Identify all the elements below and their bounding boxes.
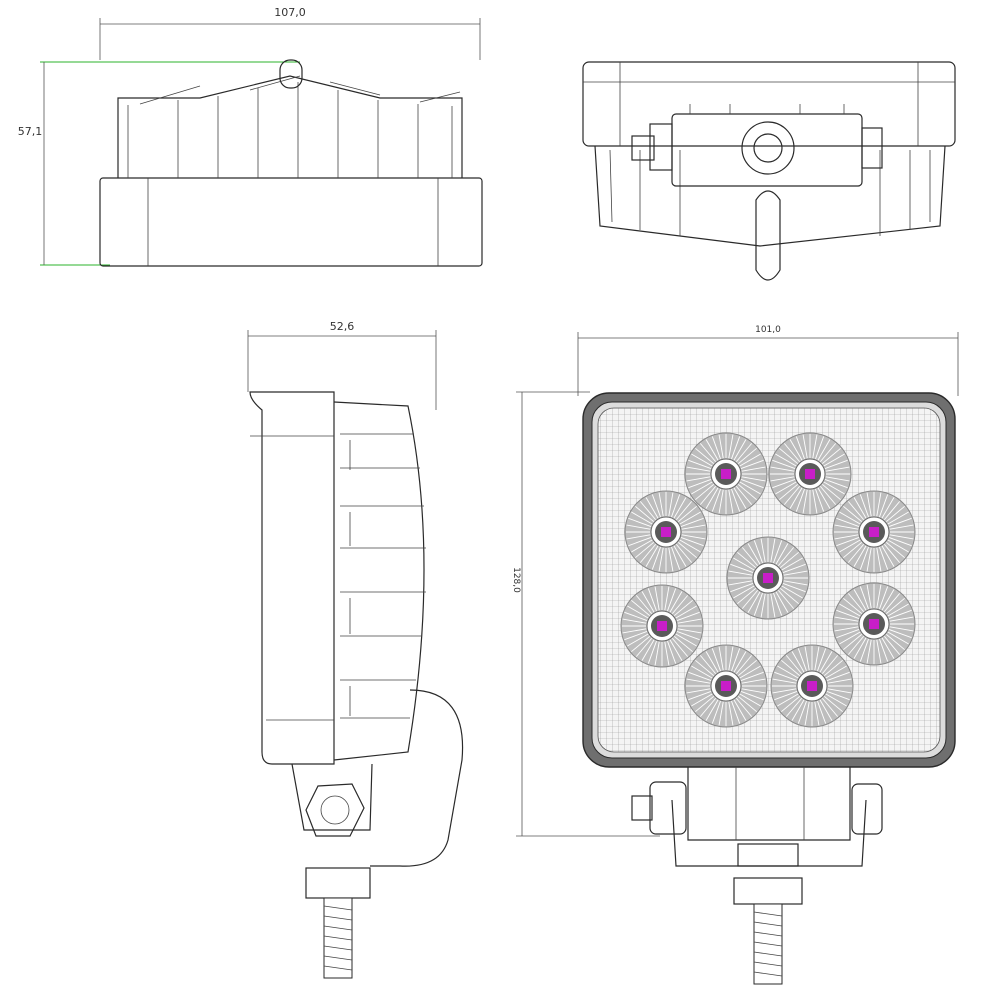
dim-label-top-height: 57,1	[18, 125, 43, 138]
dimension-front-height: 128,0	[511, 391, 660, 837]
dimension-top-width: 107,0	[99, 6, 481, 60]
dim-label-top-width: 107,0	[274, 6, 306, 19]
dimension-side-depth: 52,6	[247, 320, 437, 410]
dimension-top-height: 57,1	[18, 61, 300, 266]
dim-label-front-width: 101,0	[755, 325, 781, 335]
dimension-front-width: 101,0	[577, 325, 959, 396]
led-module	[684, 644, 768, 728]
led-module	[620, 584, 704, 668]
led-array	[620, 432, 916, 728]
led-chip	[807, 681, 817, 691]
front-view: 101,0 128,0	[511, 325, 959, 985]
rear-view	[582, 61, 956, 281]
led-chip	[721, 469, 731, 479]
led-module	[726, 536, 810, 620]
led-chip	[805, 469, 815, 479]
led-module	[832, 582, 916, 666]
led-module	[832, 490, 916, 574]
led-chip	[869, 619, 879, 629]
led-chip	[657, 621, 667, 631]
led-chip	[763, 573, 773, 583]
led-chip	[661, 527, 671, 537]
led-module	[684, 432, 768, 516]
led-module	[624, 490, 708, 574]
dim-label-side-depth: 52,6	[330, 320, 355, 333]
dim-label-front-height: 128,0	[511, 567, 521, 593]
side-view: 52,6	[247, 320, 464, 979]
top-view: 107,0 57,1	[18, 6, 483, 267]
led-module	[768, 432, 852, 516]
led-chip	[721, 681, 731, 691]
led-chip	[869, 527, 879, 537]
led-module	[770, 644, 854, 728]
